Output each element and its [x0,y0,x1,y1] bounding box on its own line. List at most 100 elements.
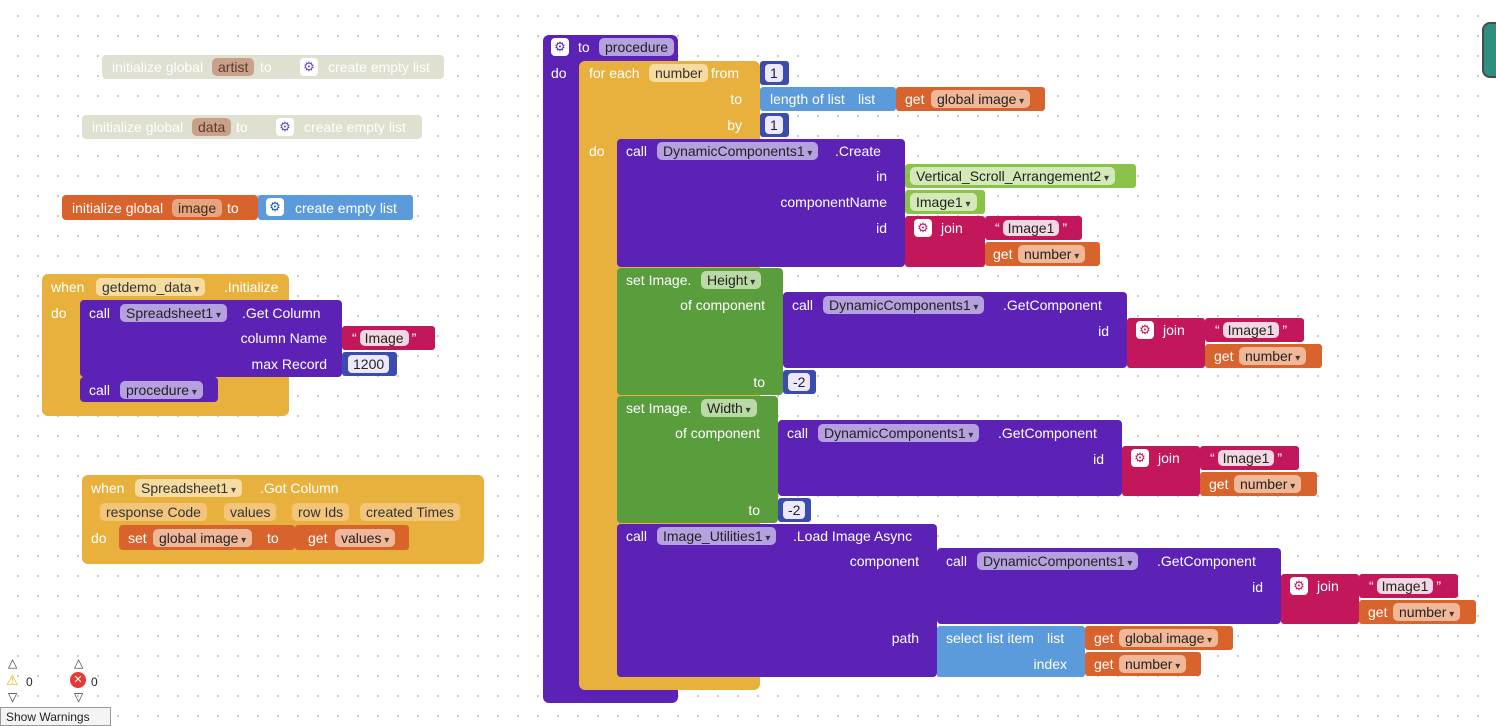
join-block[interactable]: ⚙ join [905,216,985,267]
init-global-image-block[interactable]: initialize global image to [62,195,258,220]
method-label: .GetComponent [998,425,1097,441]
chevron-down-icon[interactable]: ▽ [8,690,18,704]
chevron-down-icon[interactable]: ▽ [74,690,84,704]
init-global-label: initialize global [112,59,204,75]
set-image-height-block[interactable]: set Image. Height of component to [617,268,783,395]
show-warnings-label: Show Warnings [6,710,90,724]
chevron-up-icon[interactable]: △ [8,656,18,670]
param-created-times[interactable]: created Times [360,503,460,521]
width-number-block[interactable]: -2 [778,498,811,522]
component-dropdown[interactable]: getdemo_data [96,278,206,296]
component-dropdown[interactable]: DynamicComponents1 [657,142,819,160]
got-column-event-block[interactable]: when Spreadsheet1 .Got Column response C… [82,475,484,564]
component-block-arrangement[interactable]: Vertical_Scroll_Arrangement2 [905,164,1136,188]
length-of-list-block[interactable]: length of list list [760,87,896,111]
var-dropdown[interactable]: global image [153,529,253,547]
call-label: call [89,305,111,321]
component-dropdown[interactable]: Image_Utilities1 [657,527,777,545]
gear-icon[interactable]: ⚙ [1131,449,1149,467]
join-block[interactable]: ⚙ join [1122,446,1200,496]
component-dropdown[interactable]: DynamicComponents1 [818,424,980,442]
gear-icon[interactable]: ⚙ [1290,577,1308,595]
component-dropdown[interactable]: Spreadsheet1 [135,479,242,497]
string-block[interactable]: “Image” [342,326,435,350]
var-dropdown[interactable]: number [1018,245,1086,263]
string-block[interactable]: “Image1” [1200,446,1299,470]
loop-var-name[interactable]: number [649,64,709,82]
init-global-data-block[interactable]: initialize global data to ⚙ create empty… [82,115,422,139]
gear-icon[interactable]: ⚙ [266,198,284,216]
param-values[interactable]: values [224,503,277,521]
string-block[interactable]: “Image1” [1359,574,1458,598]
gear-icon[interactable]: ⚙ [276,118,294,136]
string-block[interactable]: “Image1” [985,216,1082,240]
set-image-width-block[interactable]: set Image. Width of component to [617,396,778,523]
by-number-block[interactable]: 1 [760,113,789,137]
get-index-block[interactable]: get number [1085,652,1201,676]
load-image-async-block[interactable]: call Image_Utilities1 .Load Image Async … [617,524,937,677]
property-dropdown[interactable]: Height [701,271,762,289]
number-value[interactable]: -2 [788,373,811,391]
gear-icon[interactable]: ⚙ [914,219,932,237]
get-values-block[interactable]: get values [295,525,409,550]
component-dropdown[interactable]: Spreadsheet1 [120,304,227,322]
var-dropdown[interactable]: number [1393,603,1461,621]
string-block[interactable]: “Image1” [1205,318,1304,342]
show-warnings-button[interactable]: Show Warnings [0,707,111,726]
procedure-dropdown[interactable]: procedure [120,381,203,399]
get-label: get [1094,656,1114,672]
call-procedure-block[interactable]: call procedure [80,377,218,402]
get-global-image-block[interactable]: get global image [896,87,1045,111]
procedure-name[interactable]: procedure [599,38,675,56]
get-number-block[interactable]: get number [1200,472,1317,496]
get-global-image-block[interactable]: get global image [1085,626,1233,650]
var-dropdown[interactable]: number [1239,347,1307,365]
get-number-block[interactable]: get number [1205,344,1322,368]
join-block[interactable]: ⚙ join [1127,318,1205,368]
chevron-up-icon[interactable]: △ [74,656,84,670]
param-response-code[interactable]: response Code [100,503,207,521]
length-of-list-label: length of list [770,91,845,107]
number-value[interactable]: -2 [783,501,806,519]
get-component-call-block[interactable]: call DynamicComponents1 .GetComponent id [778,420,1122,496]
number-value[interactable]: 1 [765,64,783,82]
join-block[interactable]: ⚙ join [1281,574,1359,624]
method-label: .Load Image Async [793,528,913,544]
property-dropdown[interactable]: Width [701,399,757,417]
get-number-block[interactable]: get number [1359,600,1476,624]
param-row-ids[interactable]: row Ids [292,503,350,521]
create-empty-list-block[interactable]: ⚙ create empty list [258,195,413,220]
component-dropdown[interactable]: DynamicComponents1 [823,296,985,314]
get-column-call-block[interactable]: call Spreadsheet1 .Get Column column Nam… [80,300,342,377]
var-dropdown[interactable]: number [1234,475,1302,493]
gear-icon[interactable]: ⚙ [300,58,318,76]
create-call-block[interactable]: call DynamicComponents1 .Create in compo… [617,139,905,267]
component-type-dropdown[interactable]: Image1 [910,193,977,211]
get-number-block[interactable]: get number [985,242,1100,266]
var-name-data[interactable]: data [192,118,232,136]
var-dropdown[interactable]: global image [1119,629,1219,647]
init-global-artist-block[interactable]: initialize global artist to ⚙ create emp… [102,55,444,79]
join-label: join [1317,578,1339,594]
gear-icon[interactable]: ⚙ [1136,321,1154,339]
get-component-call-block[interactable]: call DynamicComponents1 .GetComponent id [783,292,1127,368]
from-number-block[interactable]: 1 [760,61,789,85]
var-dropdown[interactable]: global image [931,90,1031,108]
var-dropdown[interactable]: number [1119,655,1187,673]
var-dropdown[interactable]: values [335,529,396,547]
trash-can-icon[interactable] [1482,22,1496,78]
get-component-call-block[interactable]: call DynamicComponents1 .GetComponent id [937,548,1281,624]
height-number-block[interactable]: -2 [783,370,816,394]
gear-icon[interactable]: ⚙ [551,38,569,56]
component-type-block[interactable]: Image1 [905,190,985,214]
set-global-image-block[interactable]: set global image to [119,525,295,550]
number-block[interactable]: 1200 [342,352,397,376]
var-name-image[interactable]: image [172,199,223,217]
number-value[interactable]: 1 [765,116,783,134]
var-name-artist[interactable]: artist [212,58,255,76]
select-list-item-block[interactable]: select list item list index [937,626,1085,677]
number-value[interactable]: 1200 [348,355,390,373]
component-label: component [849,553,919,569]
component-dropdown[interactable]: Vertical_Scroll_Arrangement2 [910,167,1116,185]
component-dropdown[interactable]: DynamicComponents1 [977,552,1139,570]
